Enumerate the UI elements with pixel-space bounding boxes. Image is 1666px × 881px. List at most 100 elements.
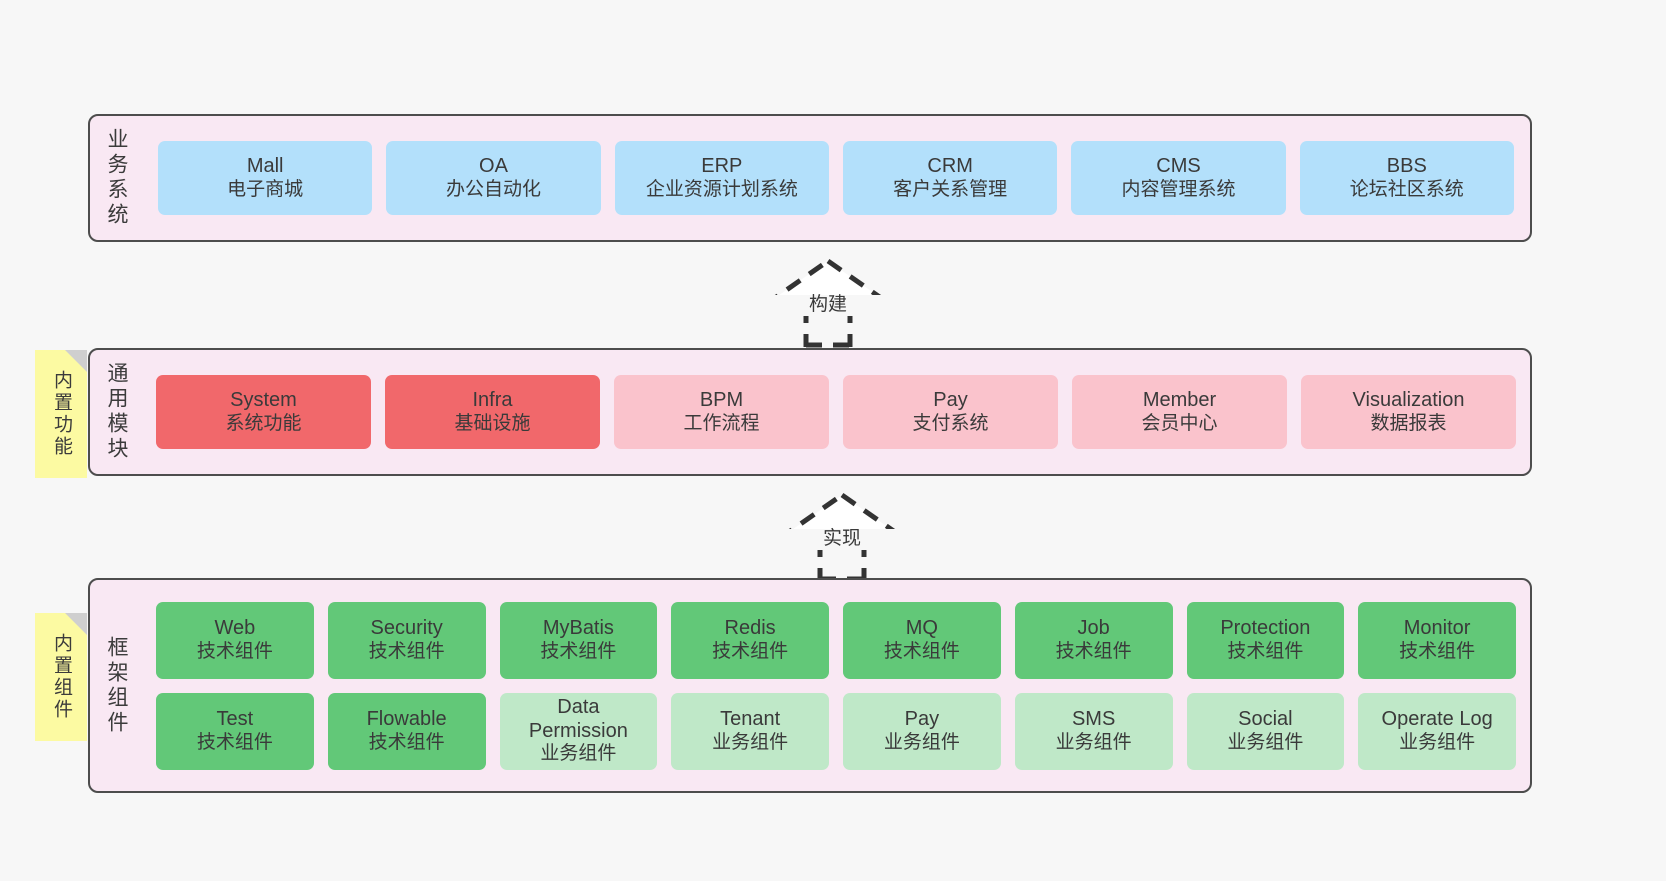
card-data-permission[interactable]: Data Permission 业务组件 <box>499 692 658 770</box>
card-bpm-en: BPM <box>699 389 744 411</box>
card-bbs[interactable]: BBS 论坛社区系统 <box>1299 141 1514 215</box>
card-cms-cn: 内容管理系统 <box>1121 178 1236 200</box>
card-cms[interactable]: CMS 内容管理系统 <box>1071 141 1286 215</box>
connector-build: 构建 <box>748 255 908 348</box>
card-pay-component-cn: 业务组件 <box>883 731 960 753</box>
sticky-note-builtin-components-label: 内置组件 <box>50 633 72 721</box>
card-monitor-en: Monitor <box>1403 617 1471 639</box>
card-social-cn: 业务组件 <box>1227 731 1304 753</box>
card-sms-en: SMS <box>1071 708 1116 730</box>
card-member-en: Member <box>1142 389 1217 411</box>
card-mybatis[interactable]: MyBatis 技术组件 <box>499 601 658 679</box>
card-pay-component-en: Pay <box>904 708 940 730</box>
card-member-cn: 会员中心 <box>1141 412 1218 434</box>
card-protection-cn: 技术组件 <box>1227 640 1304 662</box>
card-crm[interactable]: CRM 客户关系管理 <box>842 141 1058 215</box>
card-erp[interactable]: ERP 企业资源计划系统 <box>614 141 829 215</box>
layer-framework-body: Web 技术组件 Security 技术组件 MyBatis 技术组件 Redi… <box>142 580 1530 791</box>
sticky-note-builtin-features-label: 内置功能 <box>50 370 72 458</box>
sticky-fold-icon <box>65 350 87 372</box>
sticky-note-builtin-components: 内置组件 <box>35 613 87 741</box>
layer-business-label: 业务系统 <box>105 128 129 228</box>
card-crm-cn: 客户关系管理 <box>893 178 1008 200</box>
card-redis[interactable]: Redis 技术组件 <box>671 601 829 679</box>
framework-card-row-technical: Web 技术组件 Security 技术组件 MyBatis 技术组件 Redi… <box>156 601 1516 679</box>
card-security[interactable]: Security 技术组件 <box>327 601 486 679</box>
card-monitor[interactable]: Monitor 技术组件 <box>1358 601 1516 679</box>
card-mall-en: Mall <box>246 155 284 177</box>
card-job-en: Job <box>1077 617 1110 639</box>
card-mq[interactable]: MQ 技术组件 <box>843 601 1001 679</box>
card-oa-cn: 办公自动化 <box>445 178 541 200</box>
card-tenant-en: Tenant <box>720 708 781 730</box>
card-visualization-en: Visualization <box>1352 389 1465 411</box>
card-oa[interactable]: OA 办公自动化 <box>386 141 601 215</box>
card-bbs-en: BBS <box>1386 155 1427 177</box>
card-crm-en: CRM <box>927 155 973 177</box>
card-mybatis-cn: 技术组件 <box>540 640 617 662</box>
card-pay-module-en: Pay <box>933 389 968 411</box>
card-redis-cn: 技术组件 <box>712 640 789 662</box>
card-operate-log-en: Operate Log <box>1381 708 1493 730</box>
card-redis-en: Redis <box>724 617 776 639</box>
card-flowable[interactable]: Flowable 技术组件 <box>327 692 486 770</box>
card-security-en: Security <box>370 617 443 639</box>
card-security-cn: 技术组件 <box>368 640 445 662</box>
card-test[interactable]: Test 技术组件 <box>156 692 314 770</box>
card-pay-module[interactable]: Pay 支付系统 <box>843 375 1058 449</box>
layer-common-body: System 系统功能 Infra 基础设施 BPM 工作流程 Pay 支付系统… <box>142 350 1530 474</box>
layer-business-body: Mall 电子商城 OA 办公自动化 ERP 企业资源计划系统 CRM 客户关系… <box>142 116 1530 240</box>
card-sms[interactable]: SMS 业务组件 <box>1014 692 1173 770</box>
card-social[interactable]: Social 业务组件 <box>1186 692 1345 770</box>
card-infra[interactable]: Infra 基础设施 <box>385 375 600 449</box>
card-bbs-cn: 论坛社区系统 <box>1349 178 1464 200</box>
card-tenant[interactable]: Tenant 业务组件 <box>671 692 829 770</box>
framework-card-row-business: Test 技术组件 Flowable 技术组件 Data Permission … <box>156 692 1516 770</box>
card-system[interactable]: System 系统功能 <box>156 375 371 449</box>
card-infra-cn: 基础设施 <box>454 412 531 434</box>
card-social-en: Social <box>1238 708 1293 730</box>
common-card-row: System 系统功能 Infra 基础设施 BPM 工作流程 Pay 支付系统… <box>156 375 1516 449</box>
card-operate-log-cn: 业务组件 <box>1399 731 1476 753</box>
card-job[interactable]: Job 技术组件 <box>1014 601 1173 679</box>
sticky-note-builtin-features: 内置功能 <box>35 350 87 478</box>
card-mybatis-en: MyBatis <box>542 617 614 639</box>
card-bpm[interactable]: BPM 工作流程 <box>614 375 829 449</box>
layer-framework-components[interactable]: 框架组件 Web 技术组件 Security 技术组件 MyBatis 技术组件… <box>88 578 1532 793</box>
card-system-cn: 系统功能 <box>225 412 302 434</box>
connector-realize: 实现 <box>762 489 922 582</box>
layer-business-systems[interactable]: 业务系统 Mall 电子商城 OA 办公自动化 ERP 企业资源计划系统 CRM <box>88 114 1532 242</box>
card-member[interactable]: Member 会员中心 <box>1072 375 1287 449</box>
card-protection[interactable]: Protection 技术组件 <box>1186 601 1345 679</box>
card-bpm-cn: 工作流程 <box>683 412 760 434</box>
layer-common-label: 通用模块 <box>105 362 129 462</box>
card-mall[interactable]: Mall 电子商城 <box>158 141 373 215</box>
card-mall-cn: 电子商城 <box>227 178 304 200</box>
business-card-row: Mall 电子商城 OA 办公自动化 ERP 企业资源计划系统 CRM 客户关系… <box>158 141 1514 215</box>
card-operate-log[interactable]: Operate Log 业务组件 <box>1358 692 1516 770</box>
card-web-en: Web <box>214 617 256 639</box>
layer-framework-label: 框架组件 <box>105 635 129 736</box>
card-infra-en: Infra <box>472 389 513 411</box>
card-test-cn: 技术组件 <box>196 731 273 753</box>
card-pay-component[interactable]: Pay 业务组件 <box>843 692 1001 770</box>
card-data-permission-en: Data Permission <box>528 696 628 742</box>
card-tenant-cn: 业务组件 <box>712 731 789 753</box>
card-job-cn: 技术组件 <box>1055 640 1132 662</box>
card-pay-module-cn: 支付系统 <box>912 412 989 434</box>
card-erp-cn: 企业资源计划系统 <box>645 178 798 200</box>
card-web[interactable]: Web 技术组件 <box>156 601 314 679</box>
layer-common-title: 通用模块 <box>90 350 142 474</box>
card-system-en: System <box>230 389 297 411</box>
sticky-fold-icon <box>65 613 87 635</box>
layer-common-modules[interactable]: 通用模块 System 系统功能 Infra 基础设施 BPM 工作流程 Pay <box>88 348 1532 476</box>
card-flowable-cn: 技术组件 <box>368 731 445 753</box>
card-visualization-cn: 数据报表 <box>1370 412 1447 434</box>
card-erp-en: ERP <box>701 155 743 177</box>
card-protection-en: Protection <box>1220 617 1311 639</box>
card-oa-en: OA <box>479 155 508 177</box>
card-mq-en: MQ <box>905 617 938 639</box>
card-visualization[interactable]: Visualization 数据报表 <box>1301 375 1516 449</box>
layer-framework-title: 框架组件 <box>90 580 142 791</box>
